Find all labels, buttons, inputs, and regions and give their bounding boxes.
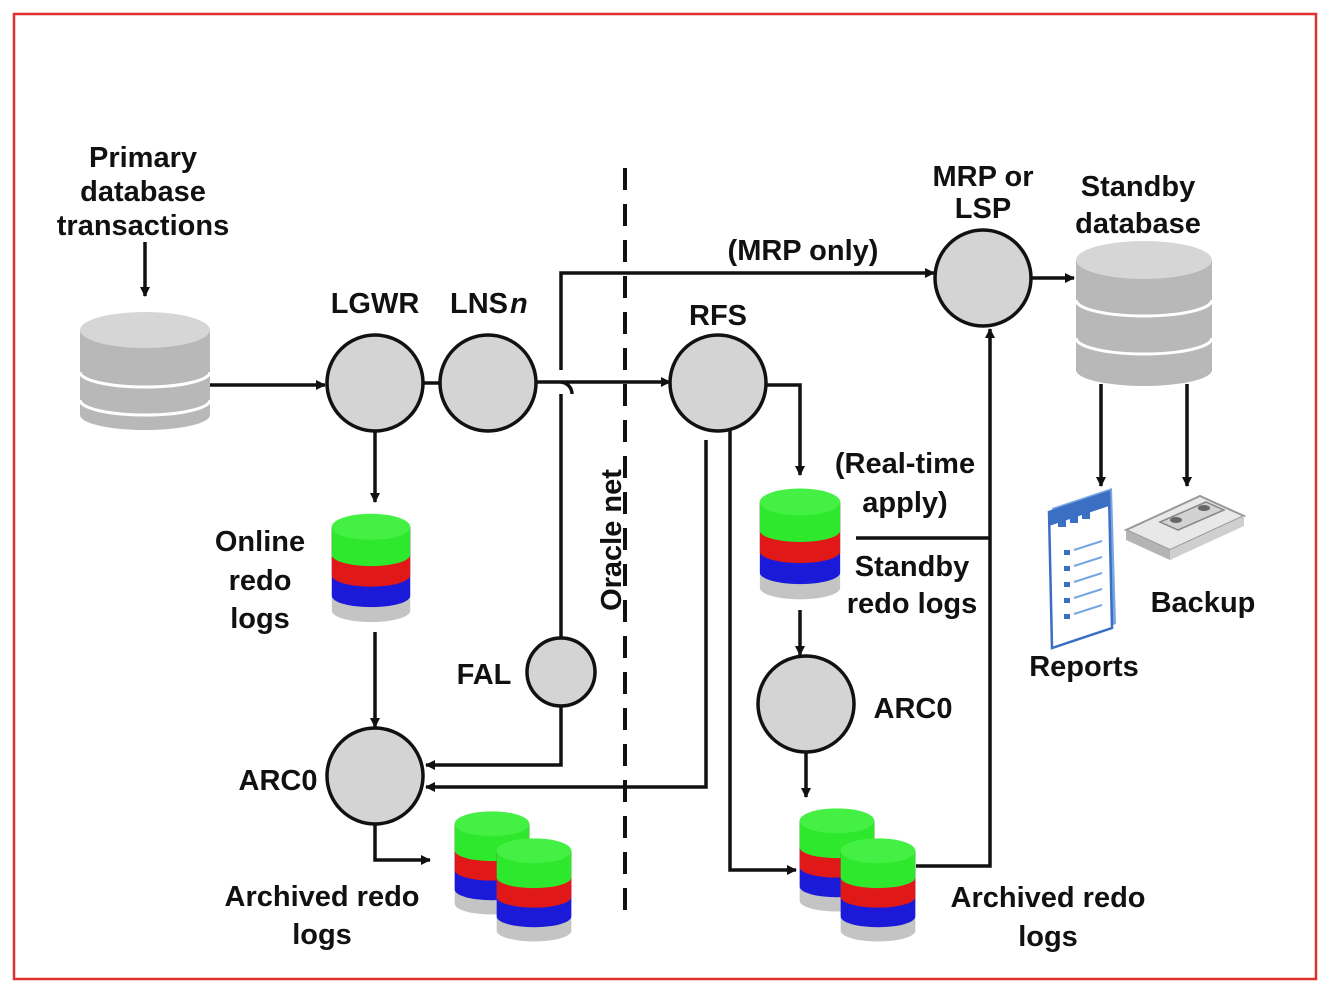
online-redo-logs-label: Online redo logs — [215, 526, 305, 635]
arrow-lns-to-rfs — [536, 382, 670, 395]
backup-icon — [1123, 494, 1247, 560]
lns-suffix-label: n — [510, 288, 528, 320]
rfs-label: RFS — [689, 300, 747, 332]
label-line: redo — [229, 565, 292, 597]
label-line: logs — [292, 919, 352, 951]
arc0-primary-process — [325, 726, 425, 826]
archived-primary-label: Archived redo logs — [225, 881, 420, 951]
label-line: Online — [215, 526, 305, 558]
mrp-lsp-process — [933, 228, 1033, 328]
label-line: apply) — [862, 487, 947, 519]
label-line: Standby — [855, 551, 969, 583]
mrp-lsp-label: MRP or LSP — [933, 161, 1034, 225]
arrow-rfs-to-arc0 — [425, 440, 708, 792]
lns-label: LNS — [450, 288, 508, 320]
arrow-mrp-only — [559, 268, 935, 370]
reports-label: Reports — [1029, 651, 1139, 683]
label-line: Primary — [89, 142, 197, 174]
fal-label: FAL — [457, 659, 512, 691]
backup-label: Backup — [1151, 587, 1256, 619]
connectors — [140, 242, 1192, 875]
arc0-primary-label: ARC0 — [239, 765, 318, 797]
standby-database-label: Standby database — [1075, 171, 1201, 240]
label-line: redo logs — [847, 588, 978, 620]
arrow-rfs-to-standby-logs — [766, 383, 805, 476]
arrow-archived-to-mrp — [916, 328, 995, 868]
standby-redo-logs-label: Standby redo logs — [847, 551, 978, 620]
arrow-fal-to-arc0 — [425, 706, 563, 770]
label-line: LSP — [955, 193, 1011, 225]
frame-border — [12, 12, 1318, 981]
primary-transactions-label: Primary database transactions — [57, 142, 229, 242]
lgwr-process — [325, 333, 425, 433]
label-line: Archived redo — [951, 882, 1146, 914]
archived-redo-logs-standby-icon — [799, 808, 916, 942]
label-line: logs — [230, 603, 290, 635]
label-line: (Real-time — [835, 448, 975, 480]
rfs-process — [668, 333, 768, 433]
arrow-rfs-to-archived-standby — [728, 430, 797, 875]
online-redo-logs-icon — [331, 513, 411, 623]
arc0-standby-label: ARC0 — [874, 693, 953, 725]
mrp-only-label: (MRP only) — [728, 235, 879, 267]
archived-redo-logs-primary-icon — [454, 811, 572, 942]
label-line: Standby — [1081, 171, 1195, 203]
label-line: database — [80, 176, 206, 208]
primary-database-icon — [78, 312, 212, 430]
standby-database-icon — [1074, 241, 1214, 386]
label-line: database — [1075, 208, 1201, 240]
label-line: Archived redo — [225, 881, 420, 913]
label-line: logs — [1018, 921, 1078, 953]
oracle-net-label: Oracle net — [596, 469, 628, 611]
label-line: transactions — [57, 210, 229, 242]
arc0-standby-process — [756, 654, 856, 754]
reports-icon — [1047, 488, 1116, 650]
real-time-apply-label: (Real-time apply) — [835, 448, 975, 519]
lns-process — [438, 333, 538, 433]
fal-process — [525, 636, 597, 708]
lgwr-label: LGWR — [331, 288, 420, 320]
standby-redo-logs-icon — [759, 488, 841, 600]
archived-standby-label: Archived redo logs — [951, 882, 1146, 953]
label-line: MRP or — [933, 161, 1034, 193]
arrow-arc0-to-archived — [373, 824, 431, 865]
